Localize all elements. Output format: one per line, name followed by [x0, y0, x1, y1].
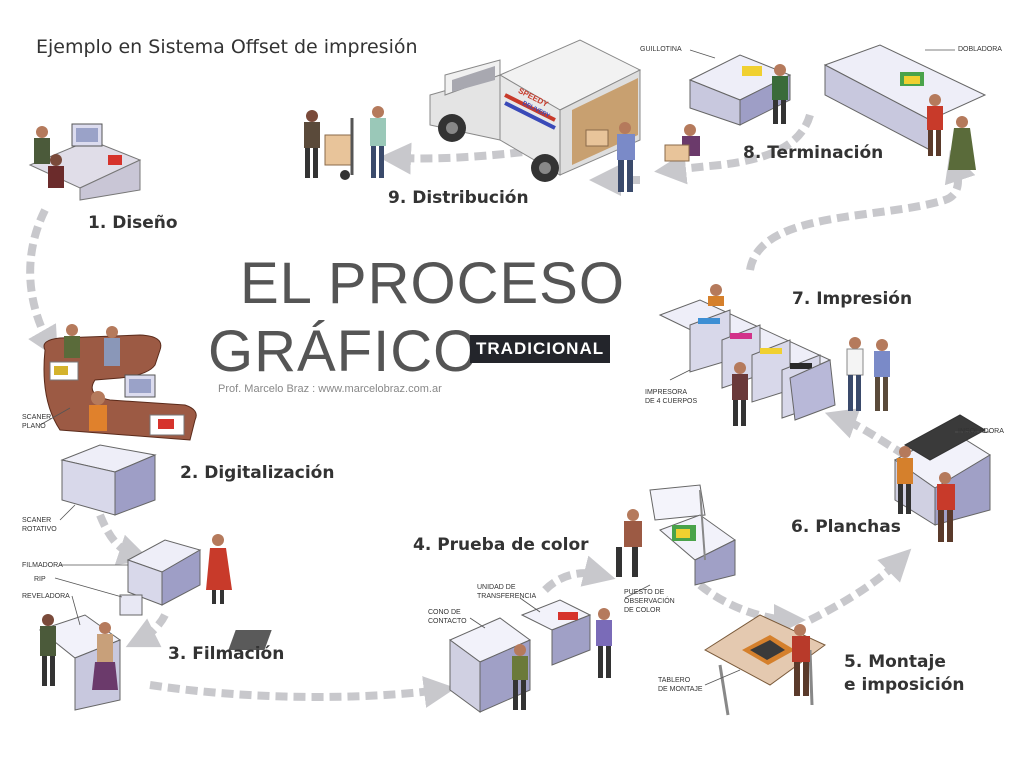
- main-title-line2: GRÁFICO: [208, 319, 480, 384]
- label-reveladora: REVELADORA: [22, 593, 70, 600]
- delivery-truck: [304, 39, 642, 192]
- digitalization-station: [43, 324, 197, 516]
- design-station: [28, 123, 142, 201]
- label-rip: RIP: [34, 576, 46, 583]
- arrow-7-8: [746, 149, 976, 271]
- color-proof-station: [228, 484, 736, 713]
- step-7-label: 7. Impresión: [792, 289, 913, 309]
- press-units: [658, 299, 836, 421]
- leader-lines: [39, 49, 990, 686]
- arrow-4-4b: [542, 555, 616, 593]
- arrow-3-4: [149, 676, 456, 708]
- author-credit: Prof. Marcelo Braz : www.marcelobraz.com…: [218, 383, 442, 395]
- arrow-9-out: [379, 142, 541, 175]
- montage-station: [704, 614, 826, 716]
- finishing-station: [664, 44, 987, 170]
- page-subtitle: Ejemplo en Sistema Offset de impresión: [36, 36, 418, 58]
- step-6-label: 6. Planchas: [791, 517, 901, 537]
- arrow-3-3b: [125, 613, 169, 648]
- step-5-label-line2: e imposición: [844, 675, 965, 695]
- arrow-1-2: [26, 208, 58, 359]
- arrow-6-7: [824, 408, 908, 459]
- label-filmadora: FILMADORA: [22, 562, 63, 569]
- label-dobladora: DOBLADORA: [958, 46, 1002, 53]
- step-3-label: 3. Filmación: [168, 644, 285, 664]
- main-title-line1: EL PROCESO: [240, 251, 625, 316]
- printing-press: [658, 284, 890, 426]
- arrow-2-3: [96, 513, 151, 566]
- step-1-label: 1. Diseño: [88, 213, 178, 233]
- step-4-label: 4. Prueba de color: [413, 535, 589, 555]
- title-badge: TRADICIONAL: [470, 335, 611, 363]
- step-2-label: 2. Digitalización: [180, 463, 335, 483]
- arrow-5-6: [808, 548, 912, 624]
- plates-station: [894, 414, 991, 542]
- arrow-8-9: [654, 113, 814, 185]
- arrow-4-5: [697, 581, 806, 636]
- step-9-label: 9. Distribución: [388, 188, 529, 208]
- step-5-label-line1: 5. Montaje: [844, 652, 946, 672]
- filmation-station: [38, 534, 232, 711]
- label-guillotina: GUILLOTINA: [640, 46, 682, 53]
- flow-arrows: [26, 113, 976, 708]
- step-8-label: 8. Terminación: [743, 143, 884, 163]
- label-insoladora: INSOLADORA: [958, 428, 1004, 435]
